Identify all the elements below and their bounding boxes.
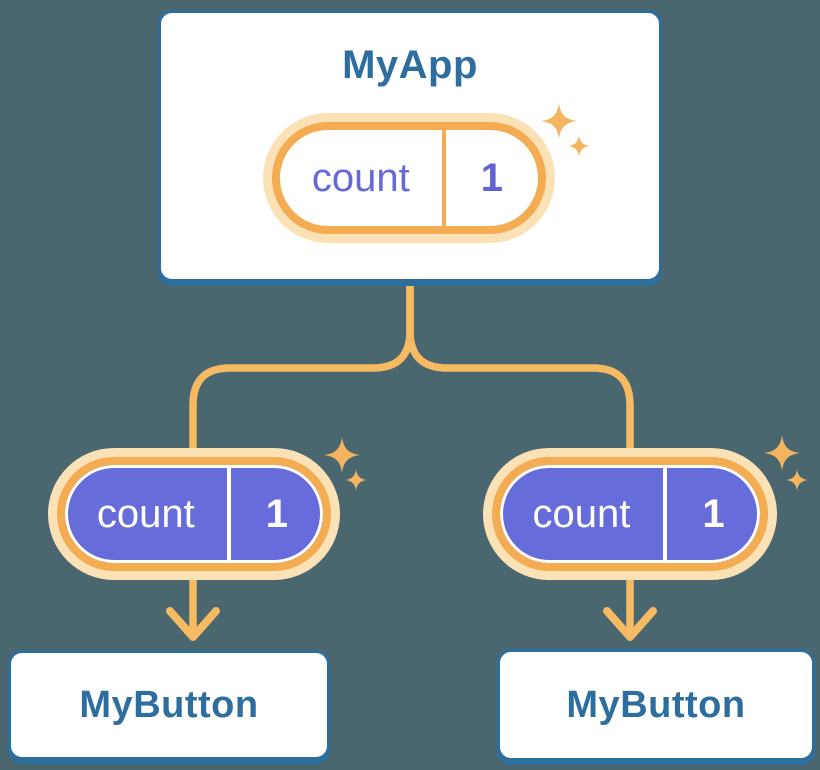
right-child-state-pill: count 1: [483, 448, 777, 580]
pill-divider: [441, 130, 446, 226]
sparkle-icon: [345, 469, 367, 491]
sparkle-icon: [324, 437, 360, 473]
state-label: count: [311, 155, 410, 200]
arrow-down-icon: [603, 607, 657, 641]
root-state-pill-body: count 1: [272, 122, 546, 234]
mybutton-card-right: MyButton: [497, 649, 815, 761]
state-value: 1: [702, 491, 725, 536]
state-label: count: [532, 491, 631, 536]
mybutton-card-left: MyButton: [8, 650, 330, 760]
state-value: 1: [480, 155, 503, 200]
sparkle-icon: [764, 435, 800, 471]
mybutton-card-title: MyButton: [79, 683, 259, 726]
right-child-state-pill-body: count 1: [492, 457, 768, 571]
left-child-state-pill: count 1: [48, 448, 340, 580]
state-value: 1: [265, 491, 288, 536]
sparkle-icon: [568, 135, 590, 157]
root-state-pill: count 1: [263, 113, 555, 243]
connector-left-branch: [189, 280, 414, 636]
myapp-card-title: MyApp: [342, 43, 478, 87]
sparkle-icon: [541, 103, 577, 139]
mybutton-card-title: MyButton: [566, 683, 746, 726]
arrow-down-icon: [166, 607, 220, 641]
connector-right-branch: [406, 280, 634, 636]
sparkle-icon: [786, 469, 808, 491]
pill-divider: [226, 465, 231, 563]
pill-divider: [662, 465, 667, 563]
left-child-state-pill-body: count 1: [57, 457, 331, 571]
state-label: count: [96, 491, 195, 536]
